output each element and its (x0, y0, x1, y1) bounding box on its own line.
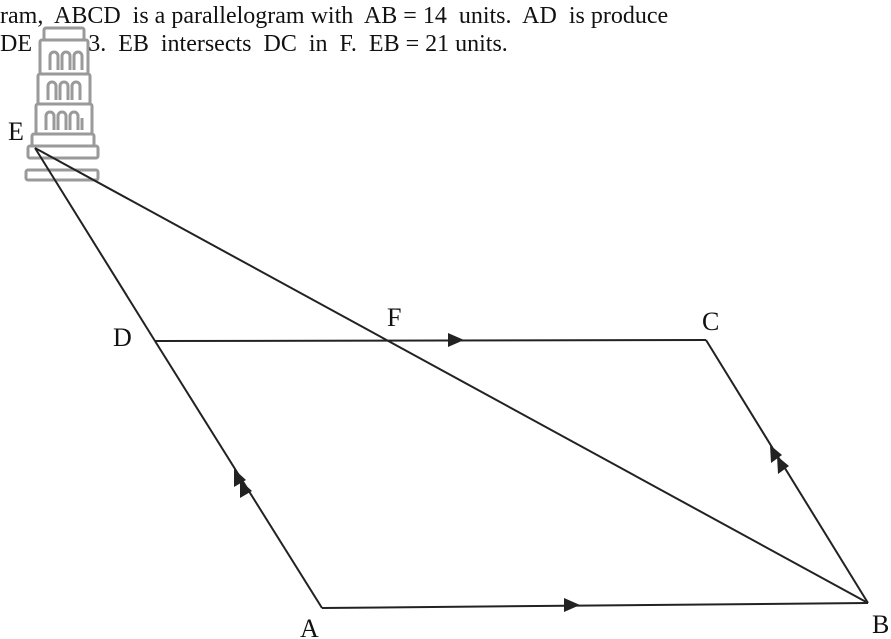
arrow-ad-2 (240, 480, 252, 498)
arrow-ab (564, 598, 580, 612)
label-F: F (387, 303, 401, 332)
diagram-lines (34, 147, 869, 609)
label-C: C (702, 307, 719, 336)
segment-DC (154, 339, 707, 342)
arrow-dc (448, 333, 464, 347)
segment-ED (34, 147, 156, 342)
segment-EB (34, 147, 869, 604)
label-D: D (113, 323, 132, 352)
problem-text-line-1: ram, ABCD is a parallelogram with AB = 1… (0, 3, 669, 29)
label-E: E (8, 117, 24, 146)
parallel-arrows (234, 333, 789, 612)
leaning-tower-icon (24, 26, 100, 182)
segment-BC (705, 339, 869, 604)
label-B: B (872, 610, 889, 639)
arrow-bc-2 (777, 456, 789, 474)
arrow-ad-1 (234, 469, 246, 487)
label-A: A (300, 614, 319, 639)
segment-AB (321, 602, 869, 609)
arrow-bc-1 (770, 445, 782, 463)
